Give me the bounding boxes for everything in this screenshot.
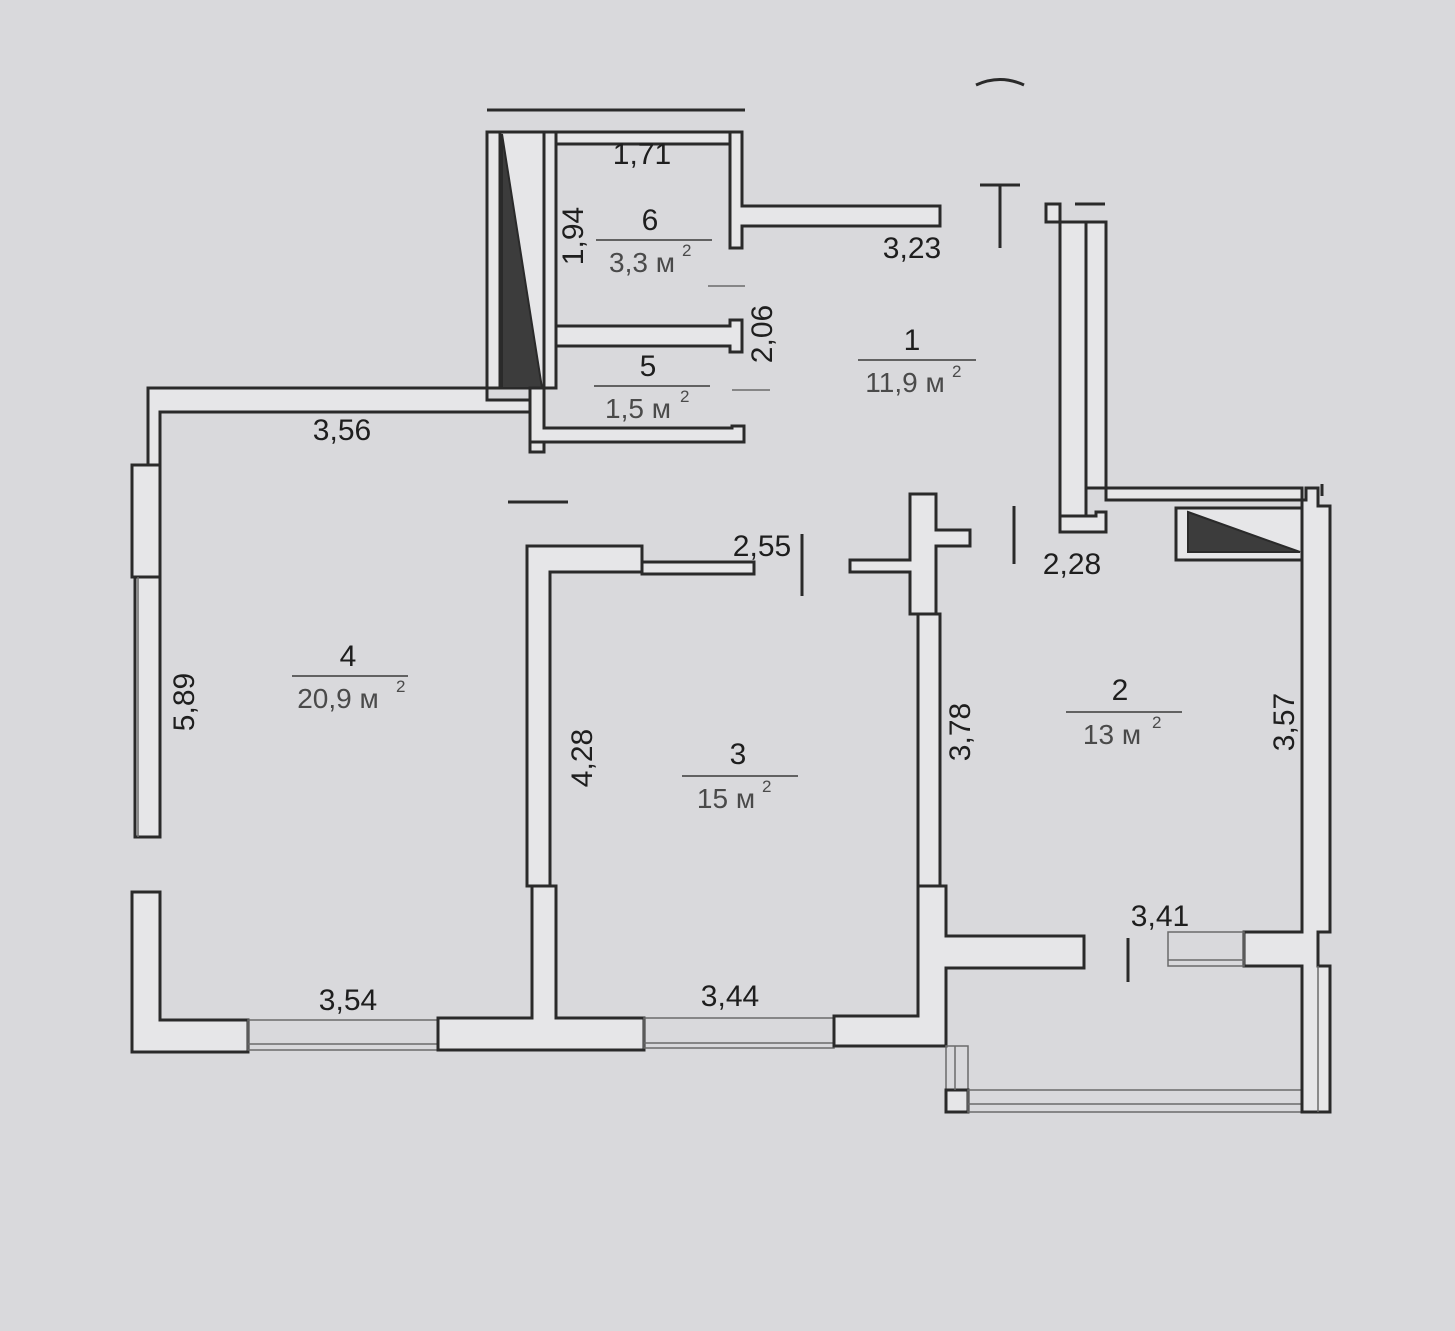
- dim-3-56: 3,56: [313, 414, 371, 447]
- room-number: 5: [640, 350, 657, 383]
- area-superscript: 2: [952, 362, 961, 381]
- dimensions: 1,71 1,94 3,23 2,06 3,56 2,55 2,28 5,89 …: [168, 138, 1301, 1017]
- room-label-4: 4 20,9 м 2: [292, 640, 408, 714]
- area-superscript: 2: [1152, 713, 1161, 732]
- room-number: 2: [1112, 674, 1129, 707]
- dim-3-41: 3,41: [1131, 900, 1189, 933]
- room-area: 3,3 м: [609, 247, 675, 278]
- ventilation-shaft-top: [501, 133, 544, 389]
- walls-right: [508, 78, 1332, 1114]
- room-label-2: 2 13 м 2: [1066, 674, 1182, 750]
- dim-3-57: 3,57: [1268, 693, 1301, 751]
- walls-room3: [436, 534, 835, 1052]
- room-number: 4: [340, 640, 357, 673]
- area-superscript: 2: [762, 777, 771, 796]
- dim-2-06: 2,06: [746, 305, 779, 363]
- room-area: 1,5 м: [605, 393, 671, 424]
- ventilation-shaft-right: [1187, 510, 1301, 553]
- walls-top: [146, 108, 942, 467]
- area-superscript: 2: [396, 677, 405, 696]
- walls-room2-left: [832, 492, 1309, 1114]
- room-label-5: 5 1,5 м 2: [594, 350, 710, 424]
- dim-5-89: 5,89: [168, 673, 201, 731]
- dim-3-23: 3,23: [883, 232, 941, 265]
- dim-2-28: 2,28: [1043, 548, 1101, 581]
- room-area: 11,9 м: [865, 367, 944, 398]
- walls-left: [130, 388, 439, 1054]
- room-area: 13 м: [1083, 719, 1141, 750]
- dim-3-44: 3,44: [701, 980, 759, 1013]
- room-label-1: 1 11,9 м 2: [858, 324, 976, 398]
- dim-1-94: 1,94: [557, 207, 590, 265]
- room-number: 6: [642, 204, 659, 237]
- area-superscript: 2: [682, 241, 691, 260]
- room-label-3: 3 15 м 2: [682, 738, 798, 814]
- dim-3-54: 3,54: [319, 984, 377, 1017]
- room-label-6: 6 3,3 м 2: [596, 204, 712, 278]
- area-superscript: 2: [680, 387, 689, 406]
- room-number: 3: [730, 738, 747, 771]
- dim-3-78: 3,78: [944, 703, 977, 761]
- room-number: 1: [904, 324, 921, 357]
- room-area: 15 м: [697, 783, 755, 814]
- dim-4-28: 4,28: [566, 729, 599, 787]
- dim-1-71: 1,71: [613, 138, 671, 171]
- dim-2-55: 2,55: [733, 530, 791, 563]
- room-area: 20,9 м: [297, 683, 379, 714]
